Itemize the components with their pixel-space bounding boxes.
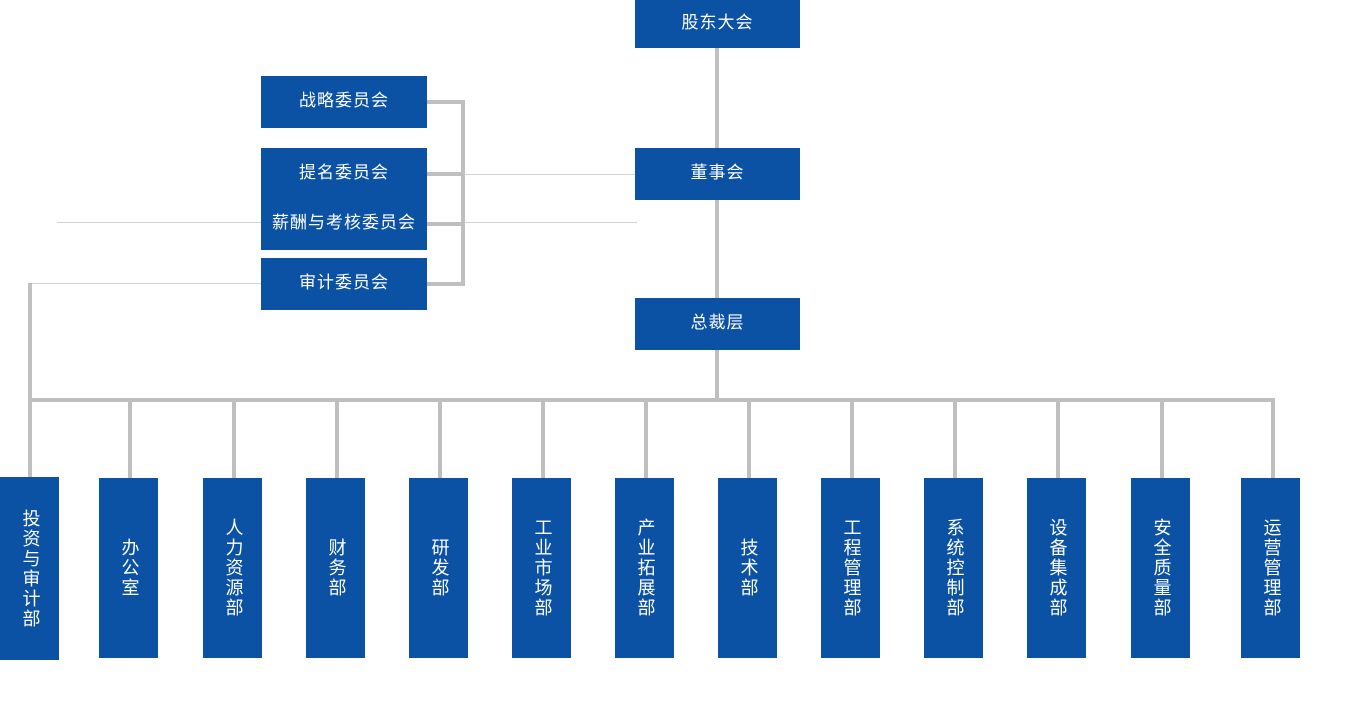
- connector-audit-down: [28, 283, 32, 477]
- connector-board-president: [715, 200, 719, 298]
- connector-shareholders-board: [715, 48, 719, 148]
- node-dept-operations-management[interactable]: 运营管理部: [1241, 478, 1300, 658]
- node-label: 股东大会: [681, 13, 754, 34]
- node-label: 人力资源部: [222, 518, 244, 618]
- connector-drop-dept-12: [1160, 398, 1164, 478]
- connector-committee-1-stub: [427, 100, 465, 104]
- node-dept-human-resources[interactable]: 人力资源部: [203, 478, 262, 658]
- node-label: 安全质量部: [1150, 518, 1172, 618]
- node-board-of-directors[interactable]: 董事会: [635, 148, 800, 200]
- connector-drop-dept-4: [335, 398, 339, 478]
- node-label: 战略委员会: [299, 91, 389, 112]
- node-committee-audit[interactable]: 审计委员会: [261, 258, 427, 310]
- node-dept-industry-expansion[interactable]: 产业拓展部: [615, 478, 674, 658]
- node-dept-engineering-management[interactable]: 工程管理部: [821, 478, 880, 658]
- connector-committee-3-stub: [427, 222, 465, 226]
- connector-drop-dept-9: [850, 398, 854, 478]
- node-dept-safety-quality[interactable]: 安全质量部: [1131, 478, 1190, 658]
- node-label: 总裁层: [690, 313, 745, 334]
- connector-compensation-left: [57, 222, 261, 223]
- node-label: 薪酬与考核委员会: [272, 213, 416, 234]
- node-label: 技术部: [737, 538, 759, 598]
- node-committee-nomination[interactable]: 提名委员会: [261, 148, 427, 200]
- connector-drop-dept-13: [1271, 398, 1275, 478]
- node-label: 投资与审计部: [19, 508, 41, 629]
- connector-president-bus: [715, 350, 719, 400]
- connector-drop-dept-2: [128, 398, 132, 478]
- connector-drop-dept-1: [28, 398, 32, 478]
- node-president-office[interactable]: 总裁层: [635, 298, 800, 350]
- node-label: 产业拓展部: [634, 518, 656, 618]
- node-dept-investment-audit[interactable]: 投资与审计部: [0, 477, 59, 660]
- node-label: 审计委员会: [299, 273, 389, 294]
- node-label: 财务部: [325, 538, 347, 598]
- node-label: 系统控制部: [943, 518, 965, 618]
- node-dept-system-control[interactable]: 系统控制部: [924, 478, 983, 658]
- connector-drop-dept-6: [541, 398, 545, 478]
- node-dept-office[interactable]: 办公室: [99, 478, 158, 658]
- connector-department-bus: [28, 398, 1273, 402]
- connector-drop-dept-5: [438, 398, 442, 478]
- connector-committee-4-stub: [427, 282, 465, 286]
- node-dept-equipment-integration[interactable]: 设备集成部: [1027, 478, 1086, 658]
- node-label: 工业市场部: [531, 518, 553, 618]
- connector-compensation-right: [465, 222, 637, 223]
- connector-committee-spine: [461, 100, 465, 286]
- node-committee-strategy[interactable]: 战略委员会: [261, 76, 427, 128]
- connector-drop-dept-3: [232, 398, 236, 478]
- node-shareholders-meeting[interactable]: 股东大会: [635, 0, 800, 48]
- node-dept-industrial-market[interactable]: 工业市场部: [512, 478, 571, 658]
- node-label: 董事会: [690, 163, 745, 184]
- node-dept-technology[interactable]: 技术部: [718, 478, 777, 658]
- node-dept-research-development[interactable]: 研发部: [409, 478, 468, 658]
- connector-drop-dept-8: [747, 398, 751, 478]
- node-committee-compensation[interactable]: 薪酬与考核委员会: [261, 198, 427, 250]
- connector-audit-left: [28, 283, 261, 284]
- node-label: 提名委员会: [299, 163, 389, 184]
- connector-drop-dept-7: [644, 398, 648, 478]
- node-label: 运营管理部: [1260, 518, 1282, 618]
- connector-drop-dept-10: [953, 398, 957, 478]
- node-label: 工程管理部: [840, 518, 862, 618]
- node-label: 办公室: [118, 538, 140, 598]
- connector-committees-board: [465, 174, 637, 175]
- node-label: 研发部: [428, 538, 450, 598]
- node-dept-finance[interactable]: 财务部: [306, 478, 365, 658]
- node-label: 设备集成部: [1046, 518, 1068, 618]
- connector-drop-dept-11: [1056, 398, 1060, 478]
- connector-committee-2-stub: [427, 172, 465, 176]
